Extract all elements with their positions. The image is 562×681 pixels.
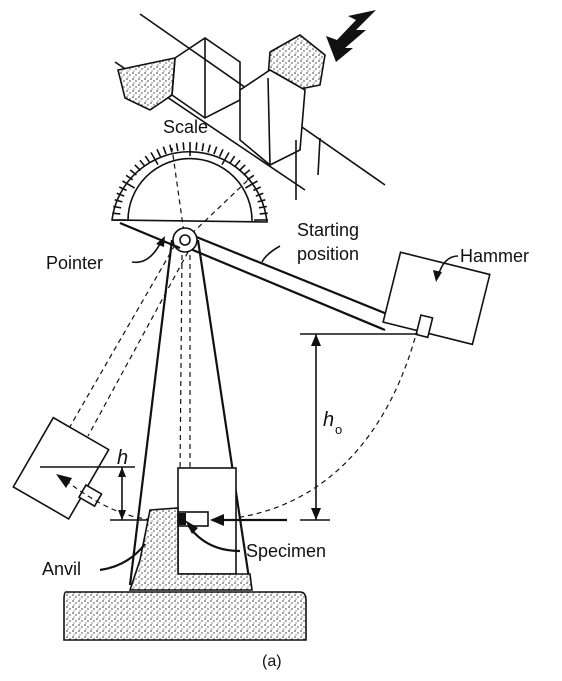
scale-tick xyxy=(255,192,264,197)
figure-caption: (a) xyxy=(262,653,282,670)
final-pendulum-dashed xyxy=(67,244,189,437)
scale-tick xyxy=(218,148,224,157)
label-specimen: Specimen xyxy=(246,541,326,561)
scale-dial xyxy=(111,142,268,241)
pendulum-arm xyxy=(187,234,393,332)
scale-tick xyxy=(150,152,159,166)
scale-tick xyxy=(243,169,251,176)
scale-tick xyxy=(116,192,125,197)
pointer xyxy=(119,221,181,250)
scale-tick xyxy=(229,155,236,164)
scale-tick xyxy=(195,142,198,151)
scale-tick xyxy=(238,164,246,172)
scale-tick xyxy=(112,212,121,215)
scale-tick xyxy=(253,186,262,192)
h0-dimension xyxy=(300,333,418,521)
specimen-vise-inset xyxy=(114,10,386,200)
label-starting-position-1: Starting xyxy=(297,220,359,240)
label-h0-subscript: o xyxy=(335,422,342,437)
scale-tick xyxy=(144,155,151,164)
scale-tick xyxy=(122,180,136,189)
scale-tick xyxy=(118,186,127,192)
hammer xyxy=(382,251,491,346)
pivot xyxy=(172,227,198,253)
machine-frame xyxy=(128,239,252,586)
hammer-final-position xyxy=(12,416,110,521)
scale-tick xyxy=(169,144,173,153)
scale-tick xyxy=(207,144,211,153)
label-h0: h xyxy=(323,409,334,431)
impact-arrow xyxy=(326,10,376,62)
scale-tick xyxy=(156,148,162,157)
scale-tick xyxy=(258,205,267,209)
scale-tick xyxy=(244,180,258,189)
scale-tick xyxy=(213,146,218,155)
swing-path-down xyxy=(204,337,416,521)
scale-tick xyxy=(257,199,266,203)
label-starting-position-2: position xyxy=(297,244,359,264)
specimen xyxy=(177,511,209,527)
label-anvil: Anvil xyxy=(42,559,81,579)
scale-tick xyxy=(134,164,142,172)
label-pointer: Pointer xyxy=(46,253,103,273)
scale-tick xyxy=(139,159,146,167)
scale-tick xyxy=(221,152,230,166)
leaders xyxy=(99,236,459,572)
base xyxy=(63,591,307,641)
scale-tick xyxy=(201,143,205,152)
scale-tick xyxy=(162,146,167,155)
scale-tick xyxy=(246,174,255,181)
scale-tick xyxy=(182,142,185,151)
scale-tick xyxy=(175,143,179,152)
label-h: h xyxy=(117,447,128,469)
label-hammer: Hammer xyxy=(460,246,529,266)
swing-arrow xyxy=(56,474,72,488)
scale-tick xyxy=(259,212,268,215)
scale-tick xyxy=(234,159,241,167)
label-scale: Scale xyxy=(163,117,208,137)
scale-tick xyxy=(125,174,134,181)
scale-tick xyxy=(129,169,137,176)
scale-tick xyxy=(114,199,123,203)
scale-tick xyxy=(113,205,122,209)
